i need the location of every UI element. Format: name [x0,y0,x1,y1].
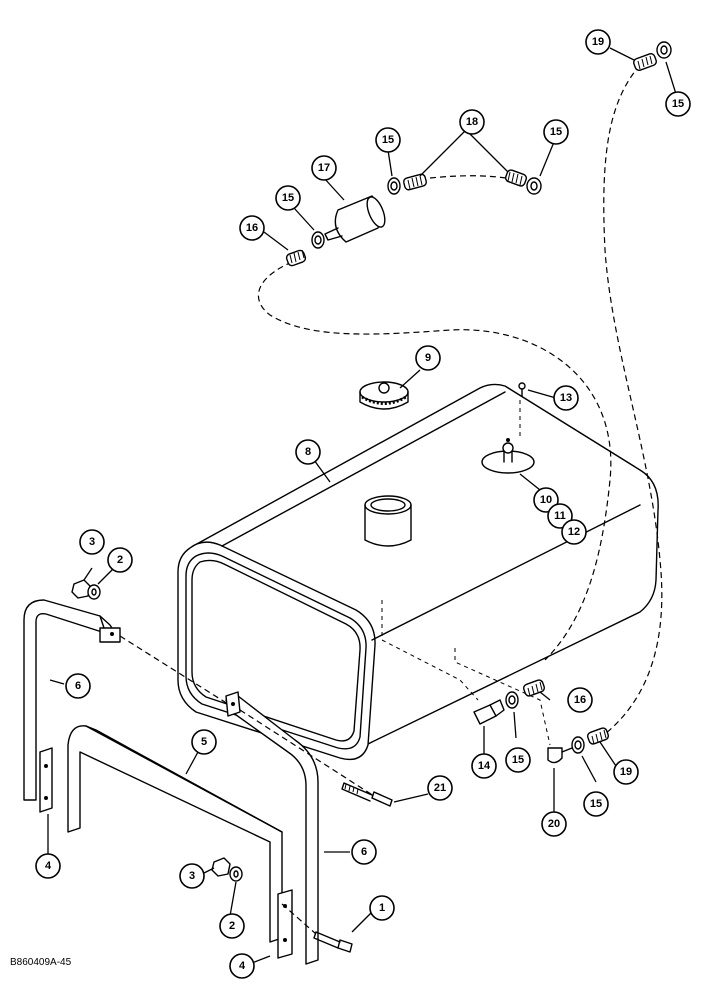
svg-text:20: 20 [548,818,560,830]
svg-text:15: 15 [672,98,684,110]
svg-text:15: 15 [282,192,294,204]
svg-text:6: 6 [75,680,81,692]
svg-text:12: 12 [568,526,580,538]
svg-text:18: 18 [466,116,478,128]
svg-text:2: 2 [229,920,235,932]
svg-text:19: 19 [620,766,632,778]
callout-15-bottom-left: 15 [505,747,531,773]
callout-5: 5 [191,729,217,755]
callout-19-bottom: 19 [613,759,639,785]
hose-18-right [504,169,528,187]
callout-2-top: 2 [107,547,133,573]
svg-text:21: 21 [434,782,446,794]
callout-3-top: 3 [79,529,105,555]
callout-1: 1 [369,895,395,921]
nut-washer-bottom [211,857,243,882]
fuel-filter-assembly [285,169,542,267]
svg-text:6: 6 [361,846,367,858]
nut-washer-top [71,579,101,600]
callout-11: 11 [547,503,573,529]
hose-16-left [285,249,307,267]
svg-text:15: 15 [550,126,562,138]
callout-4-left: 4 [35,853,61,879]
svg-text:2: 2 [117,554,123,566]
callout-15-mid: 15 [375,127,401,153]
svg-text:3: 3 [189,870,195,882]
callout-15-left: 15 [275,185,301,211]
svg-text:15: 15 [590,798,602,810]
strap-left [23,599,121,801]
callout-13: 13 [553,385,579,411]
sender-screw [518,382,526,397]
clamp-plate-right [277,889,293,959]
callout-19-top: 19 [585,29,611,55]
figure-code: B860409A-45 [10,957,72,968]
strap-right [225,691,319,965]
bracket-5 [67,725,283,943]
svg-text:13: 13 [560,392,572,404]
hose-18-middle [403,173,427,191]
svg-text:10: 10 [540,494,552,506]
svg-text:5: 5 [201,736,207,748]
svg-text:4: 4 [239,960,246,972]
svg-text:15: 15 [512,754,524,766]
callout-8: 8 [295,439,321,465]
svg-text:19: 19 [592,36,604,48]
callout-9: 9 [415,345,441,371]
callout-6-left: 6 [65,673,91,699]
svg-text:16: 16 [246,222,258,234]
svg-text:9: 9 [425,352,431,364]
callout-6-right: 6 [351,839,377,865]
bottom-fittings [473,679,610,764]
svg-text:4: 4 [45,860,52,872]
callout-16-top: 16 [239,215,265,241]
fuel-lines [257,64,663,746]
svg-text:14: 14 [478,760,491,772]
bolt-1 [313,931,353,953]
callout-4-right: 4 [229,953,255,979]
callout-18: 18 [459,109,485,135]
callout-15-right: 15 [543,119,569,145]
bolt-21 [341,782,393,807]
leader-lines [47,47,677,967]
svg-text:8: 8 [305,446,311,458]
callout-2-bottom: 2 [219,913,245,939]
callout-15-top: 15 [665,91,691,117]
callout-10: 10 [533,487,559,513]
callout-17: 17 [311,155,337,181]
svg-text:1: 1 [379,902,385,914]
callout-12: 12 [561,519,587,545]
svg-text:15: 15 [382,134,394,146]
svg-text:11: 11 [554,510,566,522]
clamp-plate-left [39,747,53,813]
callout-3-bottom: 3 [179,863,205,889]
top-right-hose [633,41,672,71]
svg-text:3: 3 [89,536,95,548]
svg-text:16: 16 [574,694,586,706]
callout-21: 21 [427,775,453,801]
callout-16-bottom: 16 [567,687,593,713]
svg-text:17: 17 [318,162,330,174]
callout-20: 20 [541,811,567,837]
filler-cap [359,381,409,410]
callout-15-bottom-right: 15 [583,791,609,817]
callout-14: 14 [471,753,497,779]
